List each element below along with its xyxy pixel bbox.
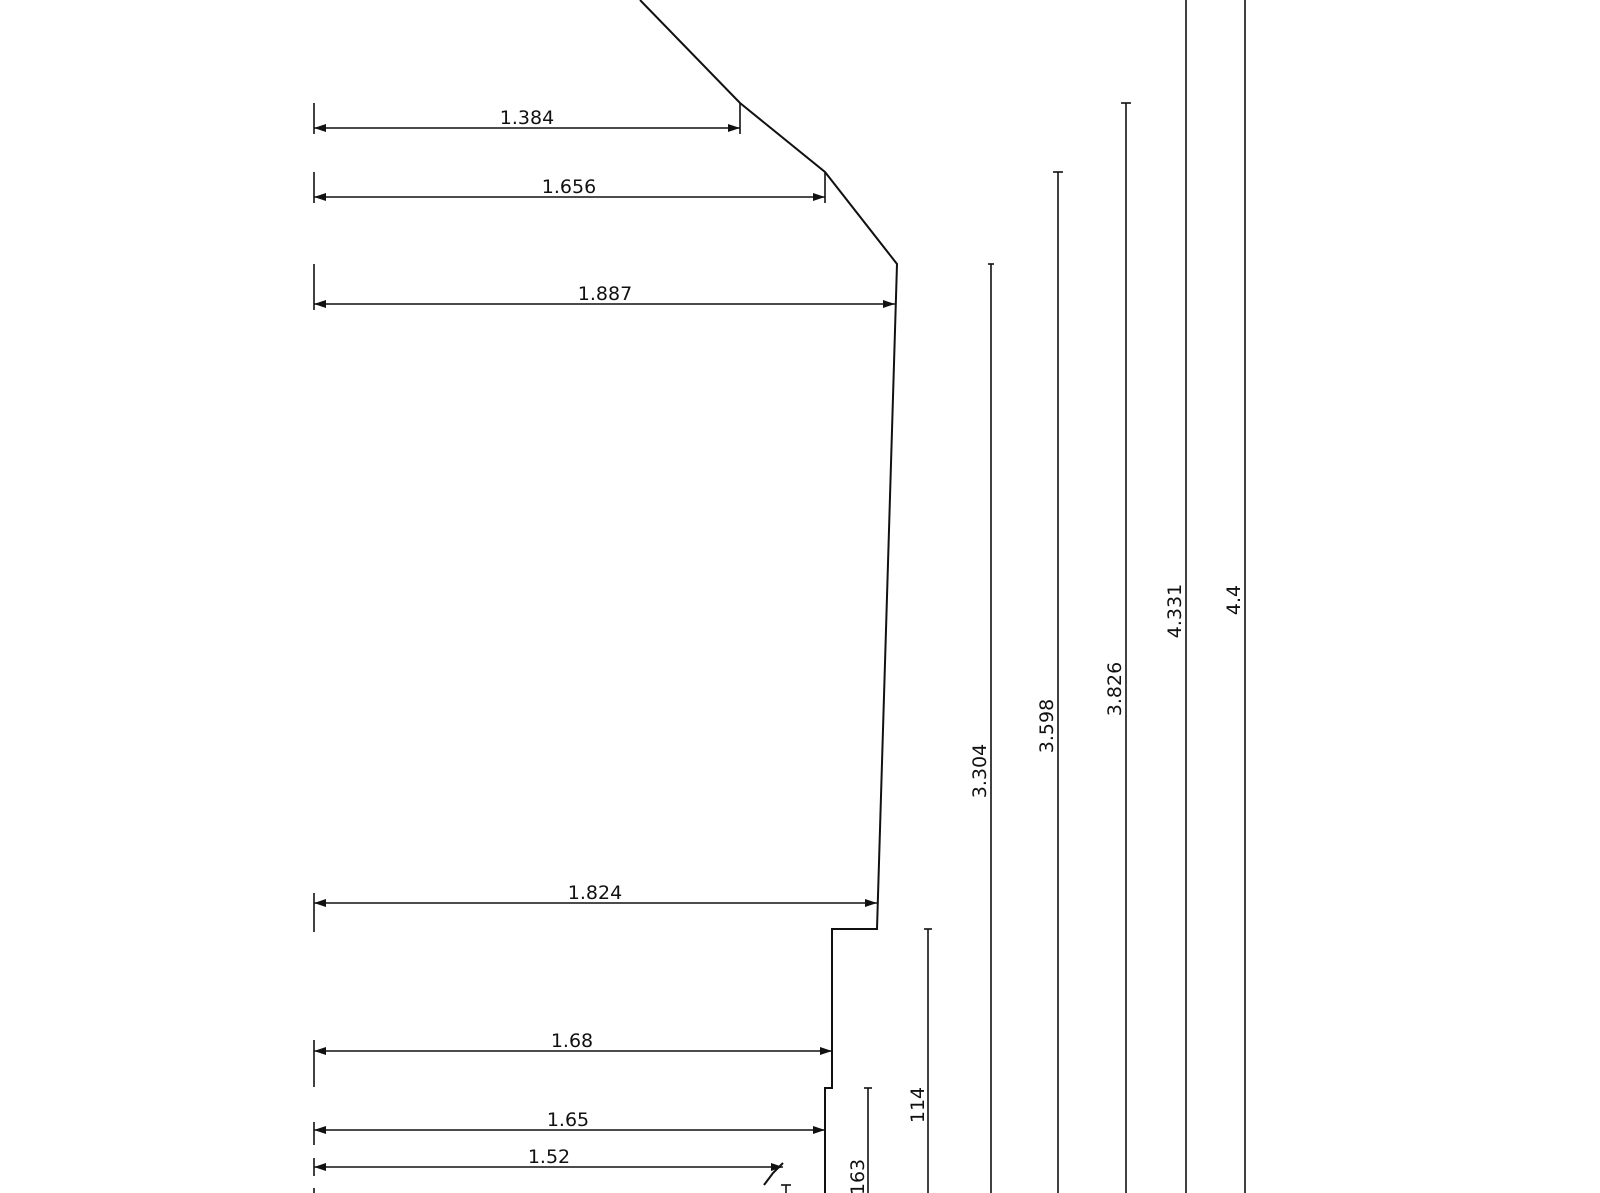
dimension-label-165: 1.65 bbox=[547, 1109, 589, 1131]
dimension-152: 1.52 bbox=[313, 1146, 783, 1176]
dimension-165: 1.65 bbox=[313, 1109, 825, 1145]
dimension-label-163: 163 bbox=[847, 1159, 869, 1193]
dimension-1824: 1.824 bbox=[313, 882, 877, 932]
dimension-label-1887: 1.887 bbox=[578, 283, 632, 305]
dimension-label-1384: 1.384 bbox=[500, 107, 554, 129]
dimension-3826: 3.826 bbox=[1104, 102, 1131, 1193]
dimension-44: 4.4 bbox=[1223, 0, 1246, 1193]
dimension-label-3304: 3.304 bbox=[969, 744, 991, 798]
dimension-label-3598: 3.598 bbox=[1036, 699, 1058, 753]
profile-outline bbox=[639, 0, 899, 1193]
dimension-1384: 1.384 bbox=[313, 103, 741, 134]
dimension-label-4331: 4.331 bbox=[1164, 584, 1186, 638]
dimension-label-1824: 1.824 bbox=[568, 882, 622, 904]
dimension-label-44: 4.4 bbox=[1223, 585, 1245, 615]
dimension-1656: 1.656 bbox=[313, 172, 826, 203]
vertical-dimensions: 3.304 3.598 3.826 4.331 4.4 114 bbox=[781, 0, 1246, 1193]
dimension-1887: 1.887 bbox=[313, 264, 895, 310]
dimension-163: 163 bbox=[847, 1087, 872, 1193]
dimension-3598: 3.598 bbox=[1036, 171, 1063, 1193]
profile-upper-slope bbox=[639, 0, 899, 1193]
dimension-label-3826: 3.826 bbox=[1104, 662, 1126, 716]
dimension-168: 1.68 bbox=[313, 1030, 832, 1087]
dimension-label-1656: 1.656 bbox=[542, 176, 596, 198]
dimension-label-168: 1.68 bbox=[551, 1030, 593, 1052]
dimension-114: 114 bbox=[907, 928, 932, 1193]
dimension-3304: 3.304 bbox=[969, 263, 994, 1193]
horizontal-dimensions: 1.384 1.656 1.887 1.824 bbox=[313, 103, 895, 1193]
dimension-4331: 4.331 bbox=[1164, 0, 1187, 1193]
dimension-label-152: 1.52 bbox=[528, 1146, 570, 1168]
dimension-label-114: 114 bbox=[907, 1087, 929, 1123]
dimension-tick-lower bbox=[781, 1184, 791, 1193]
